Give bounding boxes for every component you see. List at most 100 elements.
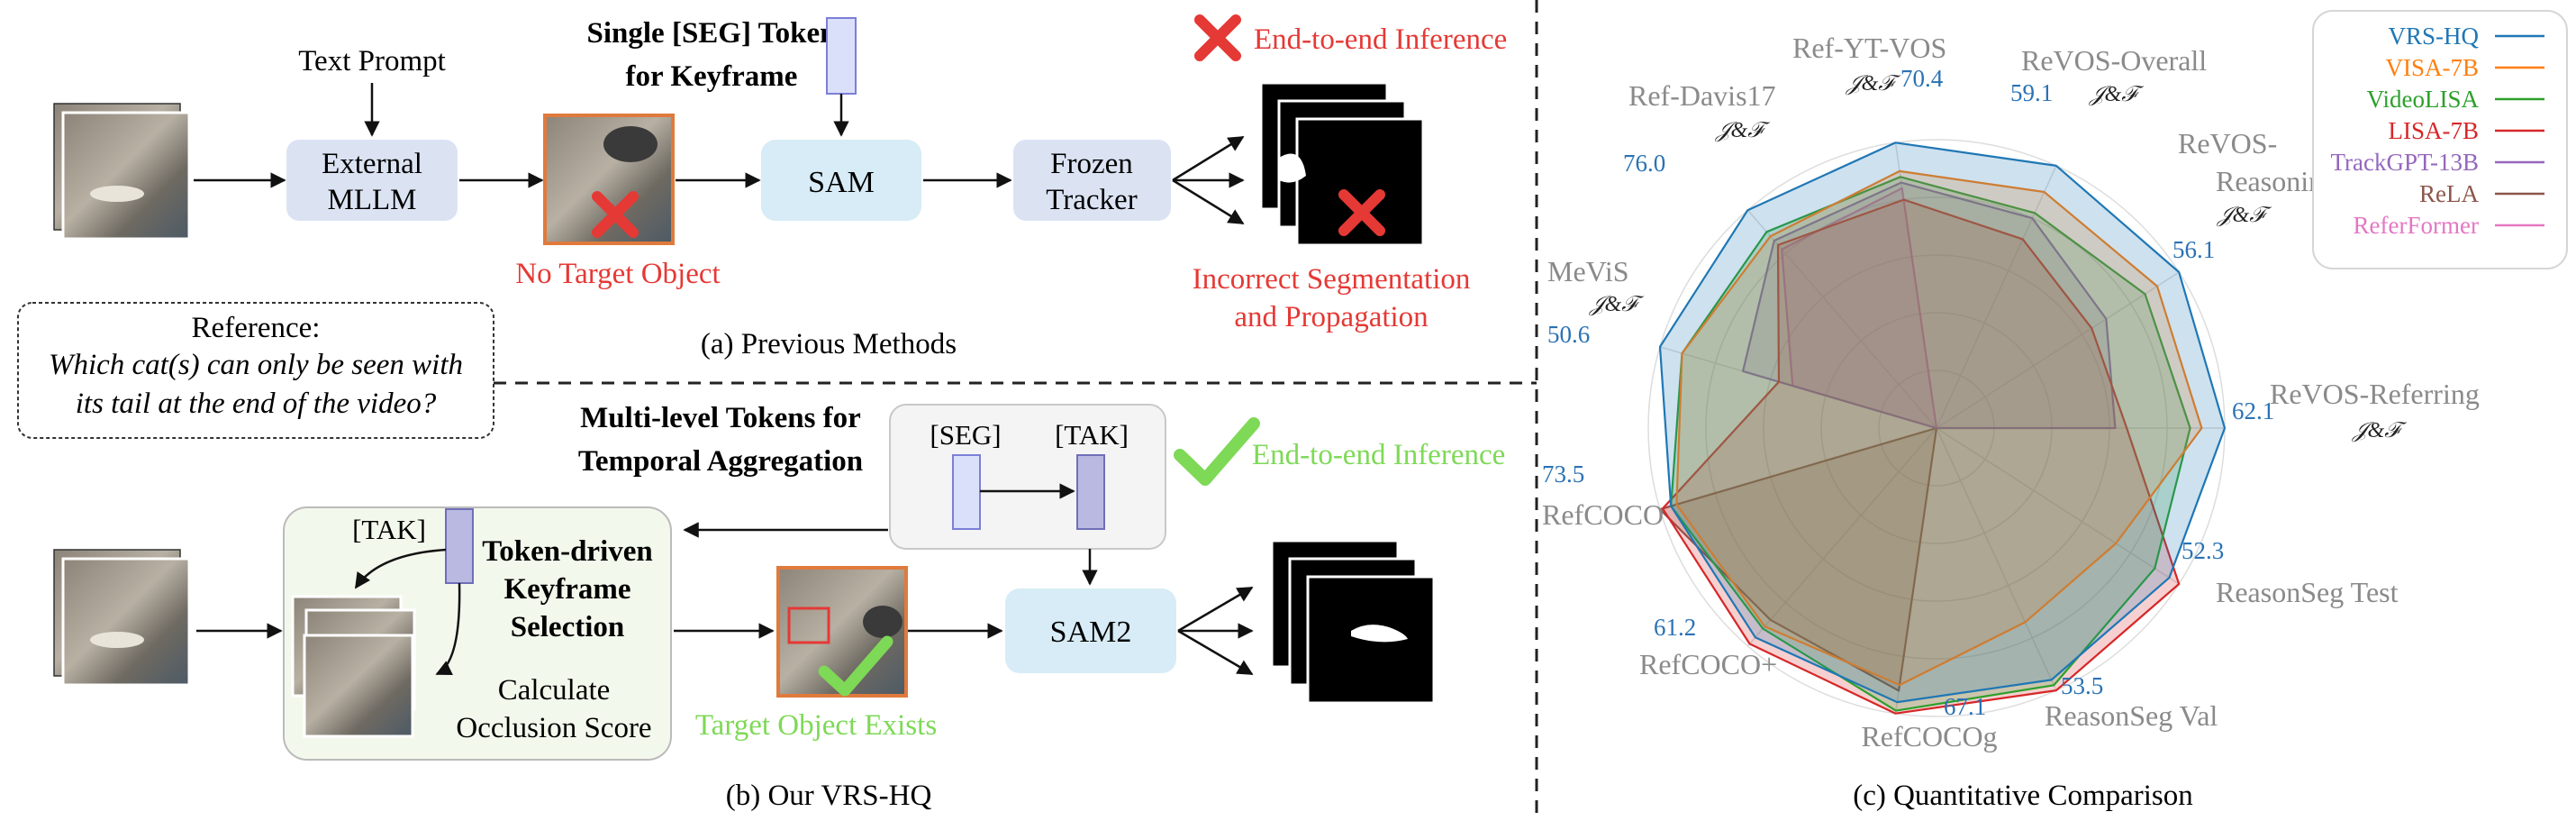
radar-metric-label: 𝒥&ℱ (1715, 119, 1771, 142)
legend-label: ReLA (2419, 180, 2479, 207)
seg-token-title-1: Single [SEG] Token (587, 17, 837, 50)
section-b: Multi-level Tokens for Temporal Aggregat… (53, 402, 1505, 812)
radar-axis-label: ReVOS-Referring (2270, 378, 2480, 410)
radar-top-value: 73.5 (1542, 461, 1584, 488)
text-prompt-label: Text Prompt (298, 45, 446, 78)
e2e-inference-a: End-to-end Inference (1254, 23, 1507, 56)
external-mllm-label-2: MLLM (328, 184, 417, 216)
radar-axis-label: Ref-YT-VOS (1792, 32, 1946, 64)
radar-series-lisa-7b (1661, 198, 2181, 715)
radar-series (1658, 141, 2227, 715)
output-masks-b (1270, 539, 1436, 705)
red-cross-icon (1338, 189, 1385, 236)
radar-metric-label: 𝒥&ℱ (2352, 419, 2408, 442)
red-cross-icon (592, 191, 639, 238)
legend: VRS-HQ VISA-7B VideoLISA LISA-7B TrackGPT-13… (2312, 10, 2568, 269)
caption-c: (c) Quantitative Comparison (1853, 780, 2193, 812)
e2e-inference-b: End-to-end Inference (1252, 439, 1505, 471)
green-check-icon (1174, 417, 1260, 486)
legend-items: VRS-HQ VISA-7B VideoLISA LISA-7B TrackGPT-13… (2330, 23, 2544, 239)
radar-top-value: 70.4 (1900, 65, 1944, 92)
radar-series-rela (1658, 426, 1938, 692)
token-driven-1: Token-driven (482, 535, 653, 568)
radar-axis-label: Ref-Davis17 (1628, 79, 1776, 112)
legend-label: VISA-7B (2385, 54, 2479, 81)
external-mllm-box (286, 140, 458, 221)
seg-token-block-b (952, 454, 981, 530)
radar-top-value: 53.5 (2061, 672, 2103, 699)
caption-a: (a) Previous Methods (701, 328, 957, 360)
radar-spoke (1936, 271, 2180, 429)
radar-top-value: 50.6 (1547, 321, 1590, 348)
reference-line-1: Which cat(s) can only be seen with (49, 349, 463, 381)
calc-occlusion-1: Calculate (498, 674, 611, 707)
reference-box: Reference: Which cat(s) can only be seen… (17, 302, 494, 439)
radar-series-videolisa (1670, 176, 2191, 712)
sam2-box (1005, 588, 1176, 673)
frozen-tracker-box (1013, 140, 1171, 221)
radar-spoke (1746, 427, 1937, 647)
radar-spoke (1936, 427, 2057, 691)
legend-label: ReferFormer (2354, 212, 2479, 239)
radar-top-value: 67.1 (1944, 693, 1986, 720)
legend-label: VRS-HQ (2388, 23, 2479, 50)
tak-token-small (445, 508, 474, 584)
radar-top-value: 61.2 (1654, 614, 1696, 641)
incorrect-seg-1: Incorrect Segmentation (1193, 263, 1471, 296)
inner-frames (291, 595, 416, 738)
radar-series-visa-7b (1675, 169, 2203, 687)
radar-axis-label: ReasonSeg Test (2216, 576, 2399, 608)
radar-spoke (1746, 209, 1937, 429)
keyframe-target (776, 566, 908, 698)
radar-axis-label: RefCOCO (1542, 498, 1664, 531)
radar-axis-label: ReasonSeg Val (2045, 699, 2218, 732)
radar-series-trackgpt-13b (1741, 181, 2117, 430)
tak-token-block (1076, 454, 1105, 530)
keyframe-no-target (543, 114, 675, 245)
reference-line-2: its tail at the end of the video? (76, 388, 437, 420)
legend-label: LISA-7B (2389, 117, 2480, 144)
radar-top-value: 76.0 (1623, 150, 1665, 177)
radar-top-value: 62.1 (2232, 397, 2274, 424)
radar-spoke (1936, 165, 2057, 429)
tak-small-label: [TAK] (352, 514, 426, 545)
radar-metric-label: 𝒥&ℱ (2217, 204, 2272, 227)
multi-level-title-1: Multi-level Tokens for (580, 402, 861, 434)
multi-level-title-2: Temporal Aggregation (578, 445, 863, 478)
tak-token-label: [TAK] (1055, 419, 1129, 451)
radar-top-value: 56.1 (2172, 236, 2215, 263)
frozen-tracker-label-2: Tracker (1046, 184, 1137, 216)
radar-top-value: 52.3 (2181, 537, 2224, 564)
radar-metric-label: 𝒥&ℱ (1846, 72, 1901, 96)
incorrect-seg-2: and Propagation (1234, 301, 1428, 333)
green-check-icon (818, 635, 893, 697)
seg-token-title-2: for Keyframe (626, 60, 798, 93)
sam-label: SAM (808, 166, 875, 199)
radar-axis-label: ReVOS-Overall (2021, 44, 2207, 77)
legend-label: VideoLISA (2367, 86, 2480, 113)
input-frames-a (53, 103, 191, 241)
frozen-tracker-label-1: Frozen (1050, 148, 1133, 180)
legend-label: TrackGPT-13B (2330, 149, 2479, 176)
sam2-label: SAM2 (1050, 616, 1132, 649)
token-driven-2: Keyframe (503, 573, 630, 606)
radar-spoke (1936, 427, 2180, 585)
radar-axis-label: MeViS (1547, 255, 1629, 287)
no-target-label: No Target Object (515, 258, 720, 290)
output-masks-a (1259, 81, 1425, 247)
sam-box (761, 140, 921, 221)
radar-metric-label: 𝒥&ℱ (2089, 83, 2145, 106)
caption-b: (b) Our VRS-HQ (726, 780, 932, 812)
radar-top-value: 59.1 (2010, 79, 2053, 106)
seg-token-label: [SEG] (930, 419, 1001, 451)
radar-axis-label: RefCOCO+ (1639, 648, 1777, 680)
red-cross-icon (1194, 14, 1241, 61)
legend-box (2312, 10, 2568, 269)
seg-token-block (826, 17, 857, 95)
radar-series-vrs-hq (1658, 141, 2227, 704)
section-a: Text Prompt External MLLM No Target Obje… (53, 14, 1507, 360)
